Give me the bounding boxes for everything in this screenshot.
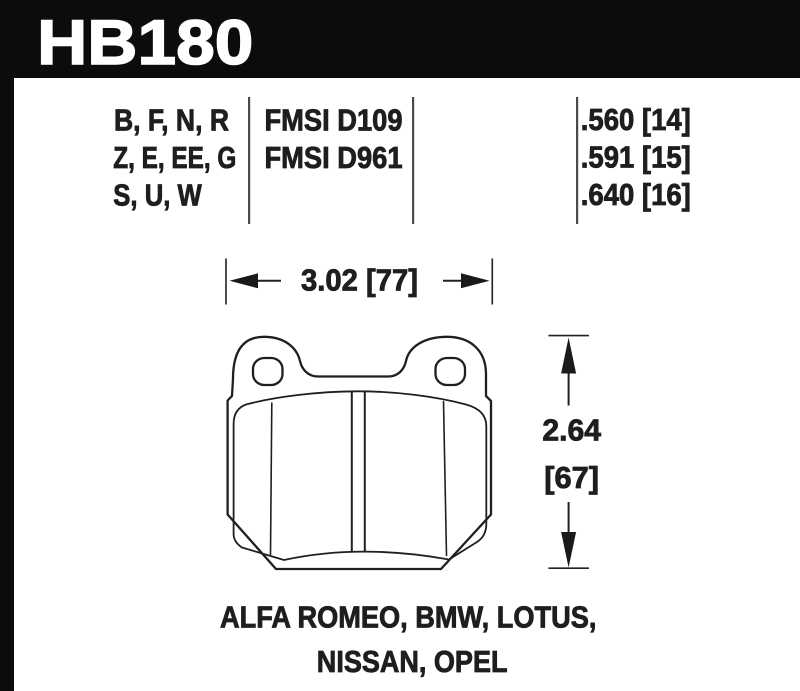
svg-text:.591 [15]: .591 [15] (581, 141, 691, 175)
svg-text:.640 [16]: .640 [16] (581, 178, 691, 212)
svg-text:FMSI D109: FMSI D109 (265, 104, 403, 138)
svg-text:HB180: HB180 (37, 8, 253, 78)
svg-text:2.64: 2.64 (542, 413, 601, 447)
svg-text:[67]: [67] (544, 461, 599, 495)
svg-text:.560 [14]: .560 [14] (581, 103, 691, 137)
svg-text:3.02 [77]: 3.02 [77] (301, 263, 418, 297)
svg-text:NISSAN, OPEL: NISSAN, OPEL (317, 645, 508, 679)
svg-text:ALFA ROMEO, BMW, LOTUS,: ALFA ROMEO, BMW, LOTUS, (220, 601, 596, 635)
svg-text:B, F, N, R: B, F, N, R (114, 104, 229, 138)
svg-text:FMSI D961: FMSI D961 (265, 141, 403, 175)
svg-text:S, U, W: S, U, W (113, 179, 202, 213)
svg-text:Z, E, EE, G: Z, E, EE, G (113, 141, 236, 175)
